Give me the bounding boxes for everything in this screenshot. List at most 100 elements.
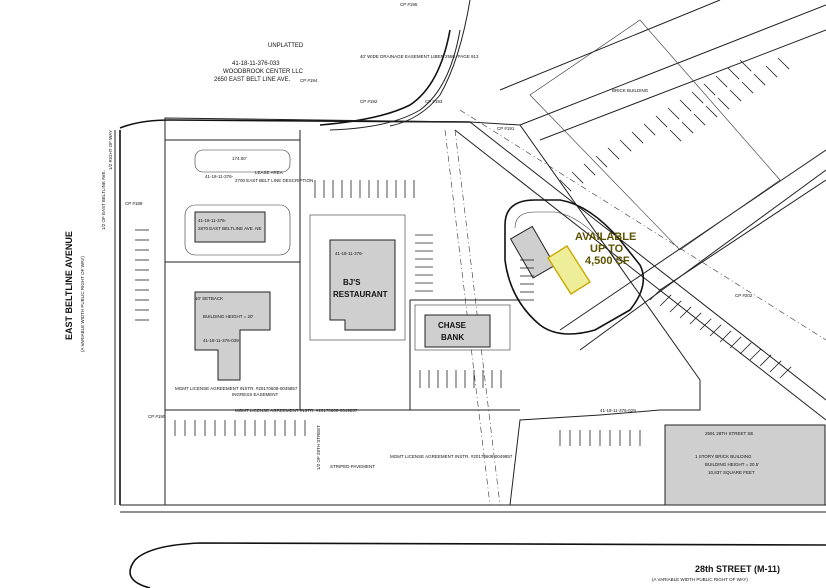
parking-stall-line bbox=[741, 81, 754, 94]
ingress-easement-label: INGRESS EASEMENT bbox=[232, 392, 279, 397]
parking-stall-line bbox=[759, 354, 772, 367]
mgmt-license-2-label: MGMT LICENSE AGREEMENT INSTR. #20170608-… bbox=[235, 408, 358, 413]
parking-stall-line bbox=[669, 129, 682, 142]
cp-195-label: CP #195 bbox=[400, 2, 418, 7]
se-bldg-label: 1 STORY BRICK BUILDING bbox=[695, 454, 752, 459]
parking-stall-line bbox=[739, 342, 752, 355]
upper-bldg-parcel-label: 41-18-11-376- bbox=[198, 218, 227, 223]
parking-stall-line bbox=[753, 73, 766, 86]
chase-label-line2: BANK bbox=[441, 333, 464, 342]
parking-stall-line bbox=[689, 312, 702, 325]
available-upto-label: UP TO bbox=[590, 243, 624, 255]
se-parcel-label: 41-18-11-376-029 bbox=[600, 408, 636, 413]
28th-street-name: 28th STREET (M-11) bbox=[695, 564, 780, 574]
parking-stall-line bbox=[717, 97, 730, 110]
east-beltline-name: EAST BELTLINE AVENUE bbox=[64, 231, 74, 340]
parking-stall-line bbox=[607, 147, 620, 160]
parking-stall-line bbox=[719, 330, 732, 343]
parking-stall-line bbox=[749, 348, 762, 361]
bjs-label-line2: RESTAURANT bbox=[333, 290, 388, 299]
parking-stall-line bbox=[669, 300, 682, 313]
parcel-top-id-label: 41-18-11-376-033 bbox=[232, 61, 280, 67]
chase-bank: CHASE BANK bbox=[414, 304, 511, 351]
lower-left-building: 41-18-11-376-039 BUILDING HEIGHT = 20' bbox=[194, 291, 271, 381]
drive-thru-loop bbox=[504, 199, 645, 335]
se-address-label: 2591 28TH STREET SE bbox=[705, 431, 753, 436]
lease-parcel-label: 41-18-11-376- bbox=[205, 174, 234, 179]
parking-stall-line bbox=[583, 163, 596, 176]
ne-parking bbox=[559, 57, 792, 379]
setback-label: 10' SETBACK bbox=[195, 296, 223, 301]
parking-stall-line bbox=[777, 57, 790, 70]
lease-address-label: 2700 EAST BELT LINE DESCRIPTION bbox=[235, 178, 313, 183]
parking-stall-line bbox=[649, 288, 662, 301]
bjs-restaurant: 41-18-11-376- BJ'S RESTAURANT bbox=[309, 214, 406, 341]
parking-stall-line bbox=[571, 171, 584, 184]
parking-stall-line bbox=[691, 91, 704, 104]
available-space: AVAILABLE UP TO 4,500 SF bbox=[547, 231, 636, 295]
parking-stall-line bbox=[679, 99, 692, 112]
dim-label: 174.00' bbox=[232, 156, 247, 161]
cp-193-label: CP #193 bbox=[425, 99, 443, 104]
28th-street-road bbox=[120, 504, 826, 588]
parking-stall-line bbox=[739, 59, 752, 72]
east-beltline-sub: (A VARIABLE WIDTH PUBLIC RIGHT OF WAY) bbox=[80, 256, 85, 352]
se-sqft-label: 10,837 SQUARE FEET bbox=[708, 470, 755, 475]
parking-stall-line bbox=[655, 115, 668, 128]
site-boundary bbox=[164, 117, 701, 506]
parking-stall-line bbox=[709, 324, 722, 337]
se-building: 41-18-11-376-029 2591 28TH STREET SE 1 S… bbox=[600, 408, 826, 506]
parking-stall-line bbox=[705, 105, 718, 118]
cp-194-label: CP #194 bbox=[300, 78, 318, 83]
parking-stall-line bbox=[595, 155, 608, 168]
row-vertical-label: 1/2 RIGHT OF WAY bbox=[108, 130, 113, 170]
north-drive-curb bbox=[319, 29, 451, 126]
parking-stall-line bbox=[765, 65, 778, 78]
parking-stall-line bbox=[667, 107, 680, 120]
parcel-top-owner-label: WOODBROOK CENTER LLC bbox=[223, 69, 304, 75]
parking-stall-line bbox=[693, 113, 706, 126]
upper-bldg-address-label: 2870 EAST BELTLINE AVE. NE bbox=[198, 226, 262, 231]
parcel-lines bbox=[165, 129, 520, 506]
cp-192-label: CP #192 bbox=[360, 99, 378, 104]
parking-stall-line bbox=[631, 131, 644, 144]
ne-building: BRICK BUILDING bbox=[529, 19, 781, 251]
available-sf-label: 4,500 SF bbox=[585, 255, 630, 267]
cp-189-label: CP #189 bbox=[125, 201, 143, 206]
available-label: AVAILABLE bbox=[575, 231, 636, 243]
parking-stall-line bbox=[699, 318, 712, 331]
cp-190-label: CP #190 bbox=[148, 414, 166, 419]
ne-diagonal-lines bbox=[454, 0, 826, 421]
unplatted-label: UNPLATTED bbox=[268, 43, 304, 49]
parking-stall-line bbox=[659, 294, 672, 307]
bjs-parcel-label: 41-18-11-376- bbox=[335, 251, 364, 256]
striping-label: STRIPED PAVEMENT bbox=[330, 464, 375, 469]
lower-bldg-label: BUILDING HEIGHT = 20' bbox=[203, 314, 254, 319]
28th-half-label: 1/2 OF 28TH STREET bbox=[316, 425, 321, 470]
parking-stall-line bbox=[681, 121, 694, 134]
parking-stall-line bbox=[679, 306, 692, 319]
parking-stall-line bbox=[769, 360, 782, 373]
east-beltline-road bbox=[114, 119, 471, 505]
lease-area: 174.00' LEASE AREA 2700 EAST BELT LINE D… bbox=[194, 149, 313, 183]
parking-stall-line bbox=[727, 67, 740, 80]
lease-area-label: LEASE AREA bbox=[255, 170, 283, 175]
parking-stall-line bbox=[559, 179, 572, 192]
brick-building-label: BRICK BUILDING bbox=[612, 88, 649, 93]
se-height-label: BUILDING HEIGHT = 20.5' bbox=[705, 462, 759, 467]
parking-stall-line bbox=[703, 83, 716, 96]
parking-stall-line bbox=[715, 75, 728, 88]
beltline-half-label: 1/2 OF EAST BELTLINE AVE. bbox=[101, 170, 106, 230]
parking-stall-line bbox=[779, 366, 792, 379]
available-pad bbox=[547, 245, 591, 295]
parking-stall-line bbox=[729, 89, 742, 102]
cp-191-label: CP #191 bbox=[497, 126, 515, 131]
mgmt-license-3-label: MGMT LICENSE AGREEMENT INSTR. #20170608-… bbox=[390, 454, 513, 459]
upper-left-building: 41-18-11-376- 2870 EAST BELTLINE AVE. NE bbox=[184, 204, 291, 256]
parking-stall-line bbox=[619, 139, 632, 152]
28th-street-sub: (A VARIABLE WIDTH PUBLIC RIGHT OF WAY) bbox=[652, 577, 748, 582]
parking-stalls bbox=[135, 180, 641, 446]
parcel-top-address-label: 2650 EAST BELT LINE AVE. bbox=[214, 77, 291, 83]
chase-label-line1: CHASE bbox=[438, 321, 467, 330]
